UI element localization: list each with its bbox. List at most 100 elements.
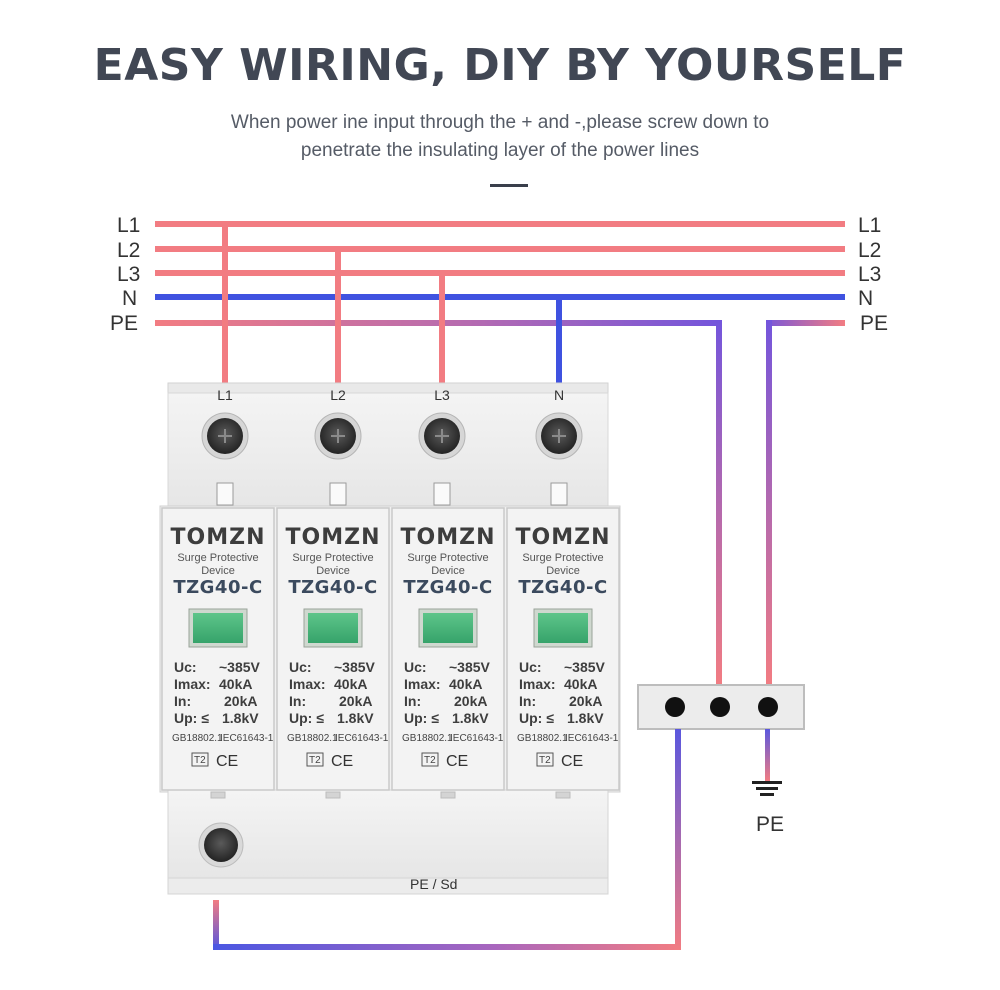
bus-label-left-pe: PE <box>110 312 138 335</box>
subtitle-line-2: penetrate the insulating layer of the po… <box>300 140 700 161</box>
spec-in-label: In: <box>404 693 421 709</box>
title-divider <box>490 184 528 187</box>
class-label: T2 <box>194 755 206 766</box>
ce-mark: CE <box>446 753 468 770</box>
ground-label: PE <box>756 813 784 836</box>
ce-mark: CE <box>561 753 583 770</box>
standard-gb: GB18802.1 <box>517 733 568 744</box>
class-label: T2 <box>424 755 436 766</box>
bottom-terminal-label: PE / Sd <box>410 876 457 892</box>
class-badge <box>191 752 209 767</box>
spec-uc-value: ~385V <box>449 659 491 675</box>
bus-label-left-l2: L2 <box>117 239 140 262</box>
bus-label-right-l2: L2 <box>858 239 881 262</box>
spec-up-label: Up: ≤ <box>174 710 209 726</box>
ground-bar-hole-1 <box>665 697 685 717</box>
spec-imax-label: Imax: <box>289 676 326 692</box>
wire-pe-right <box>766 320 845 326</box>
wire-l2 <box>155 246 845 252</box>
class-badge <box>306 752 324 767</box>
spec-imax-value: 40kA <box>219 676 252 692</box>
terminal-label: L2 <box>330 387 346 403</box>
spec-up-label: Up: ≤ <box>519 710 554 726</box>
spec-in-value: 20kA <box>339 693 372 709</box>
bus-label-left-l1: L1 <box>117 214 140 237</box>
subtitle-line-1: When power ine input through the + and -… <box>230 112 770 133</box>
spec-uc-label: Uc: <box>289 659 312 675</box>
standard-gb: GB18802.1 <box>402 733 453 744</box>
standard-iec: IEC61643-1 <box>220 733 274 744</box>
return-wire-up <box>675 729 681 950</box>
spec-in-label: In: <box>289 693 306 709</box>
wire-pe-left <box>155 320 722 326</box>
status-window <box>538 613 588 643</box>
wire-l3 <box>155 270 845 276</box>
earth-wire <box>765 729 770 781</box>
spec-uc-label: Uc: <box>519 659 542 675</box>
spec-in-label: In: <box>519 693 536 709</box>
device-type-line-1: Surge Protective <box>177 552 258 564</box>
drop-wire-l2 <box>335 246 341 385</box>
standard-gb: GB18802.1 <box>172 733 223 744</box>
spec-in-value: 20kA <box>569 693 602 709</box>
spec-imax-label: Imax: <box>404 676 441 692</box>
class-label: T2 <box>539 755 551 766</box>
page-title: EASY WIRING, DIY BY YOURSELF <box>93 40 907 91</box>
ground-bar-hole-3 <box>758 697 778 717</box>
device-type-line-2: Device <box>546 565 580 577</box>
spec-imax-label: Imax: <box>174 676 211 692</box>
standard-iec: IEC61643-1 <box>450 733 504 744</box>
class-badge <box>421 752 439 767</box>
spec-uc-value: ~385V <box>334 659 376 675</box>
spec-up-label: Up: ≤ <box>404 710 439 726</box>
drop-wire-l1 <box>222 221 228 385</box>
earth-ground-icon <box>752 781 782 796</box>
spec-in-value: 20kA <box>454 693 487 709</box>
pe-terminal-screw <box>204 828 238 862</box>
model-number: TZG40-C <box>518 577 607 598</box>
brand-logo: TOMZN <box>286 525 381 550</box>
brand-logo: TOMZN <box>171 525 266 550</box>
spec-imax-value: 40kA <box>334 676 367 692</box>
model-number: TZG40-C <box>173 577 262 598</box>
terminal-label: N <box>554 387 564 403</box>
device-type-line-1: Surge Protective <box>292 552 373 564</box>
ce-mark: CE <box>331 753 353 770</box>
device-type-line-1: Surge Protective <box>407 552 488 564</box>
standard-gb: GB18802.1 <box>287 733 338 744</box>
bus-label-left-n: N <box>122 287 137 310</box>
drop-wire-n <box>556 294 562 385</box>
device-type-line-1: Surge Protective <box>522 552 603 564</box>
spec-imax-label: Imax: <box>519 676 556 692</box>
spec-up-value: 1.8kV <box>567 710 604 726</box>
spec-up-value: 1.8kV <box>337 710 374 726</box>
brand-logo: TOMZN <box>516 525 611 550</box>
return-wire-bottom <box>213 944 680 950</box>
pe-drop-to-bar <box>716 320 722 686</box>
return-wire-drop <box>213 900 219 950</box>
pe-feed-to-bar <box>766 320 772 686</box>
status-window <box>308 613 358 643</box>
bus-label-right-n: N <box>858 287 873 310</box>
device-type-line-2: Device <box>316 565 350 577</box>
spec-in-label: In: <box>174 693 191 709</box>
spec-up-label: Up: ≤ <box>289 710 324 726</box>
terminal-label: L3 <box>434 387 450 403</box>
drop-wire-l3 <box>439 270 445 385</box>
class-badge <box>536 752 554 767</box>
bus-label-right-l3: L3 <box>858 263 881 286</box>
wire-l1 <box>155 221 845 227</box>
ground-bar-hole-2 <box>710 697 730 717</box>
brand-logo: TOMZN <box>401 525 496 550</box>
device-type-line-2: Device <box>431 565 465 577</box>
spec-up-value: 1.8kV <box>452 710 489 726</box>
bus-label-right-l1: L1 <box>858 214 881 237</box>
spec-uc-value: ~385V <box>564 659 606 675</box>
model-number: TZG40-C <box>288 577 377 598</box>
class-label: T2 <box>309 755 321 766</box>
